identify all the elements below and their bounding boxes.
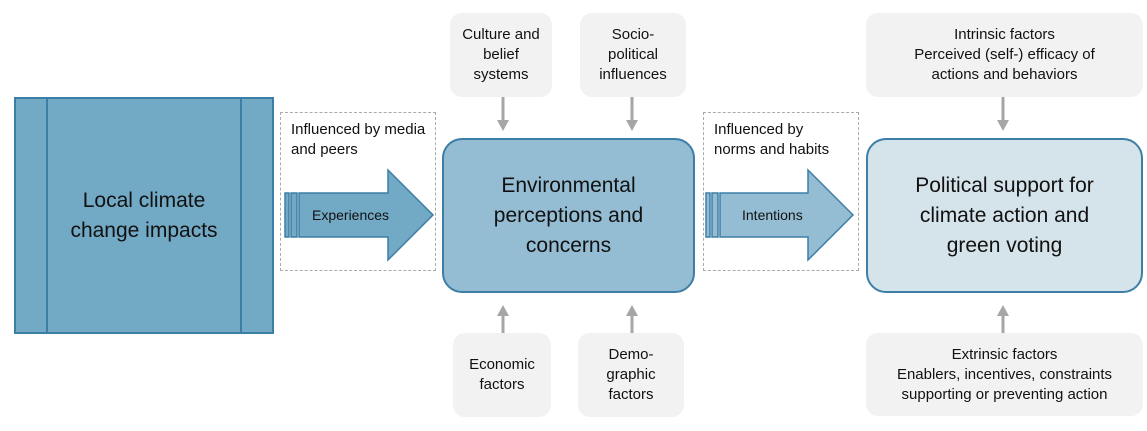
link1-note: Influenced by media and peers xyxy=(291,121,426,158)
center-box: Environmental perceptions and concerns xyxy=(442,138,695,293)
demographic-label: Demo-graphic factors xyxy=(606,346,656,403)
intrinsic-title: Intrinsic factors xyxy=(954,26,1055,43)
intrinsic-box: Intrinsic factors Perceived (self-) effi… xyxy=(866,13,1143,97)
target-label: Political support for climate action and… xyxy=(915,173,1094,257)
economic-box: Economic factors xyxy=(453,333,551,417)
culture-box: Culture and belief systems xyxy=(450,13,552,97)
economic-label: Economic factors xyxy=(469,356,535,393)
socio-label: Socio-political influences xyxy=(599,26,667,83)
experiences-label: Experiences xyxy=(312,207,390,223)
extrinsic-box: Extrinsic factors Enablers, incentives, … xyxy=(866,333,1143,416)
extrinsic-title: Extrinsic factors xyxy=(951,345,1058,363)
demographic-box: Demo-graphic factors xyxy=(578,333,684,417)
extrinsic-text: Enablers, incentives, constraints suppor… xyxy=(896,365,1113,403)
divider xyxy=(46,99,48,332)
link1-box: Influenced by media and peers xyxy=(280,112,436,271)
source-label: Local climate change impacts xyxy=(70,188,218,242)
center-label: Environmental perceptions and concerns xyxy=(493,173,644,257)
target-box: Political support for climate action and… xyxy=(866,138,1143,293)
link2-note: Influenced by norms and habits xyxy=(714,121,830,158)
socio-box: Socio-political influences xyxy=(580,13,686,97)
link2-box: Influenced by norms and habits xyxy=(703,112,859,271)
divider xyxy=(240,99,242,332)
intentions-label: Intentions xyxy=(742,207,803,223)
source-box: Local climate change impacts xyxy=(14,97,274,334)
culture-label: Culture and belief systems xyxy=(462,26,540,83)
intrinsic-text: Perceived (self-) efficacy of actions an… xyxy=(914,46,1095,83)
